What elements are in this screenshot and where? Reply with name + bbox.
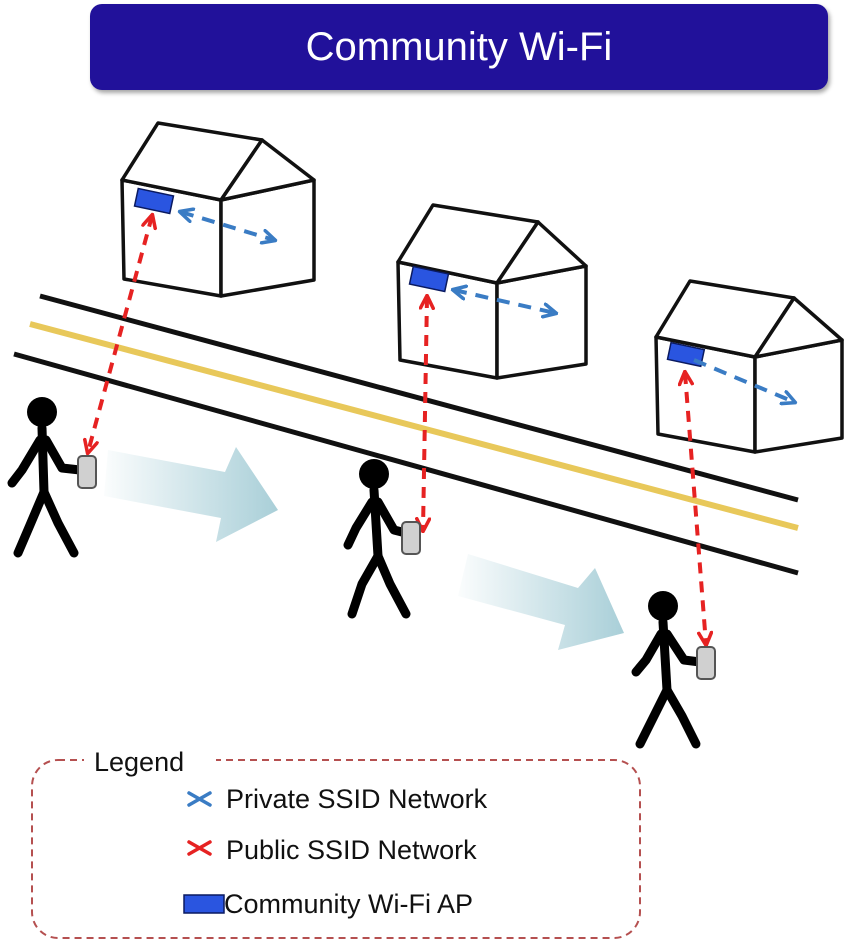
page-title: Community Wi-Fi (305, 24, 613, 69)
person-2 (343, 459, 415, 619)
title-banner: Community Wi-Fi (90, 4, 828, 90)
phone-icon (696, 646, 716, 680)
legend-item-label: Public SSID Network (226, 835, 477, 865)
phone-icon (401, 521, 421, 555)
phone-icon (77, 455, 97, 489)
legend-item-label: Private SSID Network (226, 784, 488, 814)
public-ssid-legend-icon (187, 840, 212, 856)
public-link-3 (685, 373, 706, 644)
private-link-2 (454, 290, 555, 313)
movement-arrow-1 (104, 447, 278, 542)
ap-device-icon (408, 265, 450, 293)
legend-border (31, 759, 641, 939)
ap-device-icon (133, 187, 175, 215)
house-2 (396, 203, 588, 380)
house-3 (654, 279, 844, 454)
movement-arrow-2 (458, 554, 624, 650)
road-center-line (29, 321, 799, 531)
private-link-1 (181, 212, 274, 240)
public-link-1 (88, 216, 152, 452)
public-link-2 (423, 297, 427, 530)
community-ap-legend-icon (183, 894, 225, 914)
private-link-3 (693, 358, 794, 402)
legend-item-label: Community Wi-Fi AP (224, 889, 473, 919)
legend: Legend Private SSID Network Public SSID … (31, 744, 641, 939)
legend-heading: Legend (94, 747, 184, 777)
person-1 (7, 397, 85, 558)
person-3 (631, 591, 705, 749)
private-ssid-legend-icon (187, 791, 212, 807)
